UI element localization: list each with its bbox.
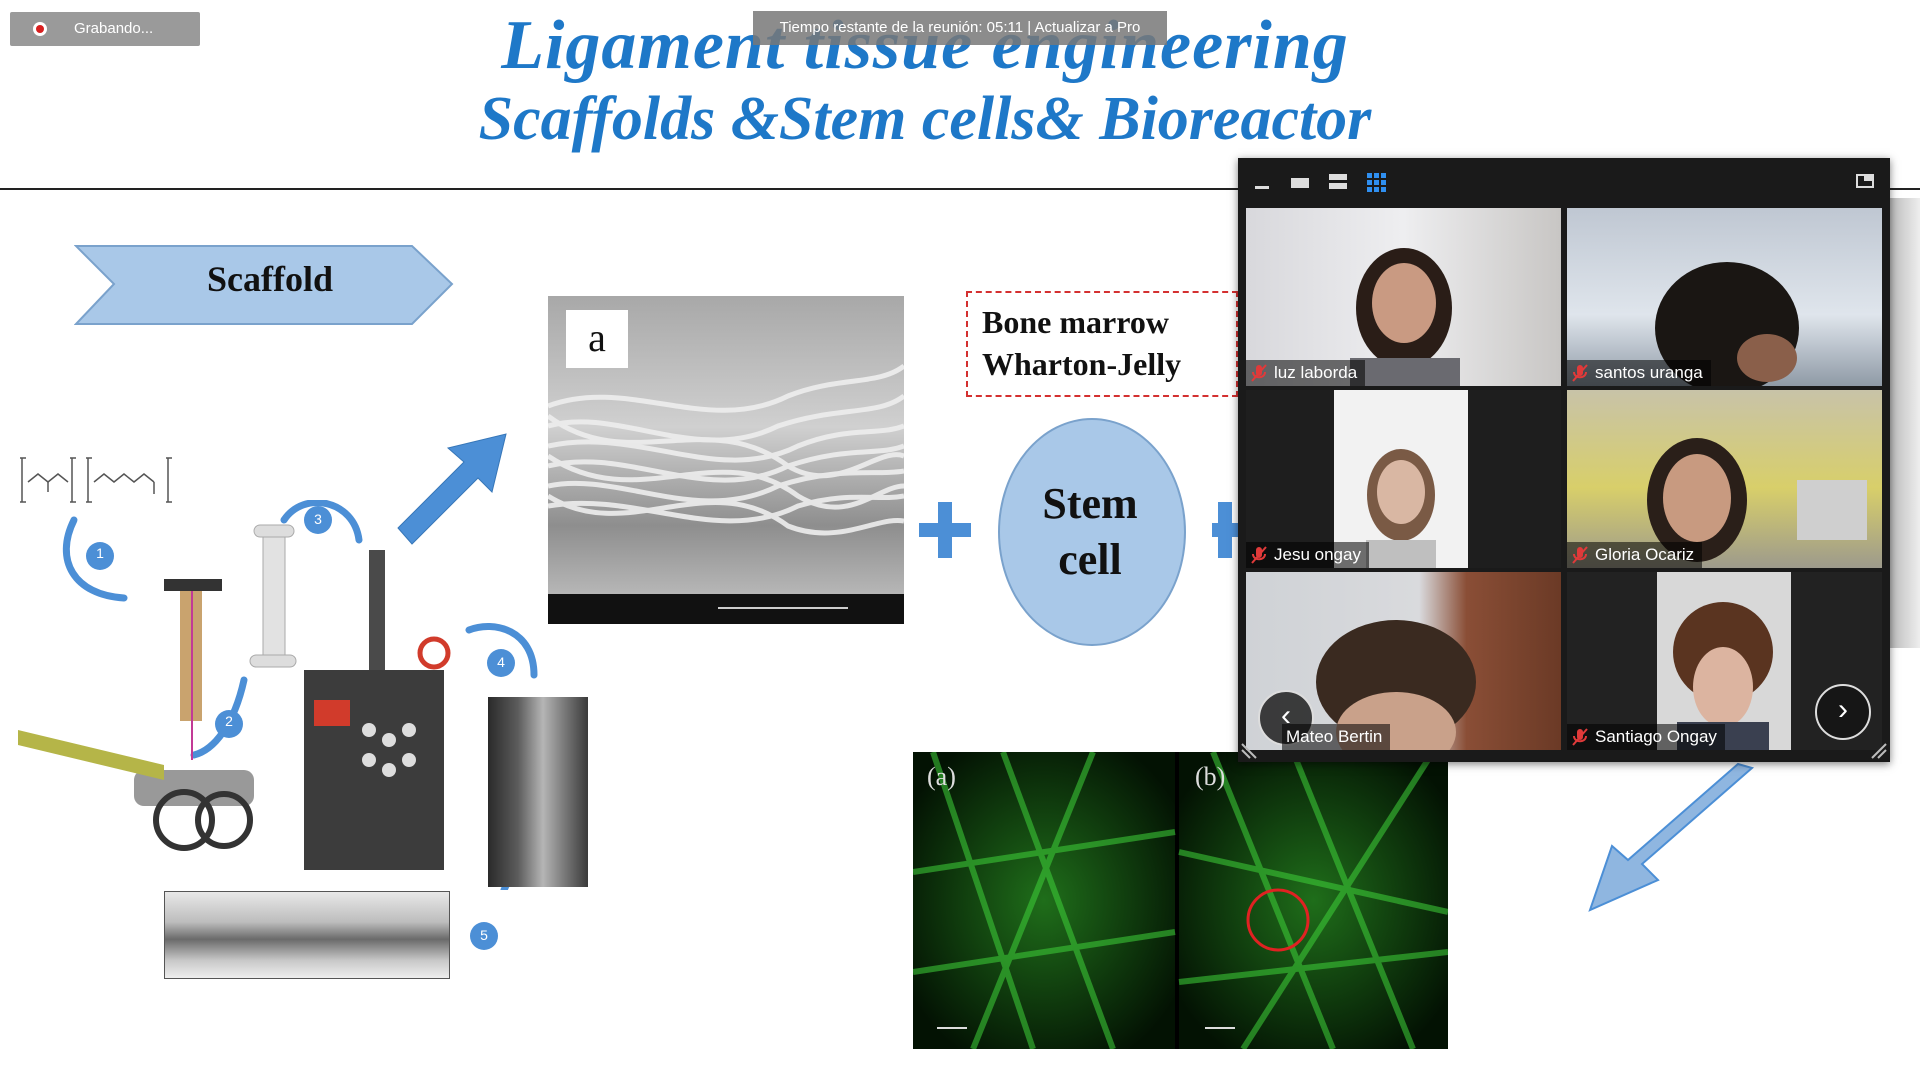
mic-muted-icon [1571,363,1589,383]
participant-tile[interactable]: ‹ Mateo Bertin [1246,572,1561,750]
participant-name: luz laborda [1274,360,1357,386]
arrow-down-left-icon [1582,760,1762,916]
cell-source-box: Bone marrow Wharton-Jelly [966,291,1238,397]
stem-cell-label-line2: cell [998,532,1182,588]
stem-cell-label: Stem cell [998,476,1182,588]
resize-handle-icon[interactable] [1240,742,1258,760]
participant-name-tag: Gloria Ocariz [1567,542,1702,568]
fluorescence-label-a: (a) [927,762,956,792]
step-2-number: 2 [222,713,236,729]
gallery-toolbar [1238,158,1890,206]
chevron-right-icon: › [1838,693,1848,726]
scaffold-label: Scaffold [195,258,345,300]
step-3-number: 3 [311,511,325,527]
tensile-test-photo [488,697,588,887]
participant-tile[interactable]: Santiago Ongay › [1567,572,1882,750]
participant-tile[interactable]: Jesu ongay [1246,390,1561,568]
strip-view-icon[interactable] [1326,170,1350,194]
participant-name-tag: Mateo Bertin [1282,724,1390,750]
participant-tile[interactable]: Gloria Ocariz [1567,390,1882,568]
cell-source-wharton-jelly: Wharton-Jelly [982,343,1236,385]
cell-source-bone-marrow: Bone marrow [982,301,1236,343]
speaker-view-icon[interactable] [1288,170,1312,194]
mic-muted-icon [1250,363,1268,383]
participant-tile[interactable]: luz laborda [1246,208,1561,386]
mic-muted-icon [1571,545,1589,565]
minimize-icon[interactable] [1250,170,1274,194]
participant-name-tag: Santiago Ongay [1567,724,1725,750]
step-4-number: 4 [494,654,508,670]
participant-name: Gloria Ocariz [1595,542,1694,568]
meeting-timer-banner[interactable]: Tiempo restante de la reunión: 05:11 | A… [753,11,1167,45]
participant-name-tag: Jesu ongay [1246,542,1369,568]
participant-name: Jesu ongay [1274,542,1361,568]
participant-tile[interactable]: santos uranga [1567,208,1882,386]
participant-name: Santiago Ongay [1595,724,1717,750]
video-gallery-window[interactable]: luz laborda santos uranga Jesu ongay [1238,158,1890,762]
sem-image-label: a [566,310,628,368]
slide-subtitle: Scaffolds &Stem cells& Bioreactor [0,84,1850,155]
participant-name: Mateo Bertin [1286,724,1382,750]
step-5-number: 5 [477,927,491,943]
slide-edge-image [1890,198,1920,648]
plus-icon [919,523,971,537]
mic-muted-icon [1571,727,1589,747]
step-1-number: 1 [93,545,107,561]
gallery-view-icon[interactable] [1364,170,1388,194]
mic-muted-icon [1250,545,1268,565]
fluorescence-label-b: (b) [1195,762,1225,792]
plus-icon [1212,523,1238,537]
participant-name: santos uranga [1595,360,1703,386]
participant-name-tag: luz laborda [1246,360,1365,386]
participant-name-tag: santos uranga [1567,360,1711,386]
next-page-button[interactable]: › [1815,684,1871,740]
braided-scaffold-image [164,891,450,979]
stem-cell-label-line1: Stem [998,476,1182,532]
fluorescence-microscopy-image: (a) (b) [913,752,1448,1049]
resize-handle-icon[interactable] [1870,742,1888,760]
arrow-up-right-icon [394,430,510,554]
exit-fullscreen-icon[interactable] [1854,170,1878,194]
